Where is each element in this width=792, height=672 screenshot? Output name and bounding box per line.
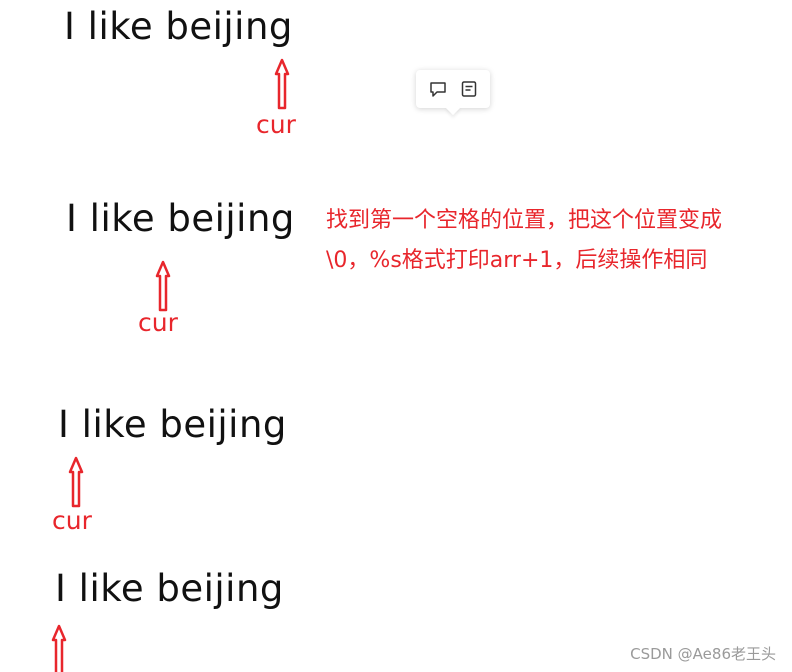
comment-icon[interactable]	[426, 77, 450, 101]
watermark: CSDN @Ae86老王头	[630, 645, 776, 663]
red-arrow-icon	[274, 58, 290, 110]
sentence-3: I like beijing	[58, 403, 287, 446]
floating-toolbar	[416, 70, 490, 108]
red-arrow-icon	[155, 260, 171, 312]
sentence-2: I like beijing	[66, 197, 295, 240]
sentence-4: I like beijing	[55, 567, 284, 610]
red-arrow-icon	[51, 624, 67, 672]
red-arrow-icon	[68, 456, 84, 508]
cur-label-1: cur	[256, 110, 296, 139]
note-icon[interactable]	[457, 77, 481, 101]
cur-label-3: cur	[52, 506, 92, 535]
sentence-1: I like beijing	[64, 5, 293, 48]
cur-label-2: cur	[138, 308, 178, 337]
annotation-text: 找到第一个空格的位置，把这个位置变成\0，%s格式打印arr+1，后续操作相同	[326, 208, 723, 273]
